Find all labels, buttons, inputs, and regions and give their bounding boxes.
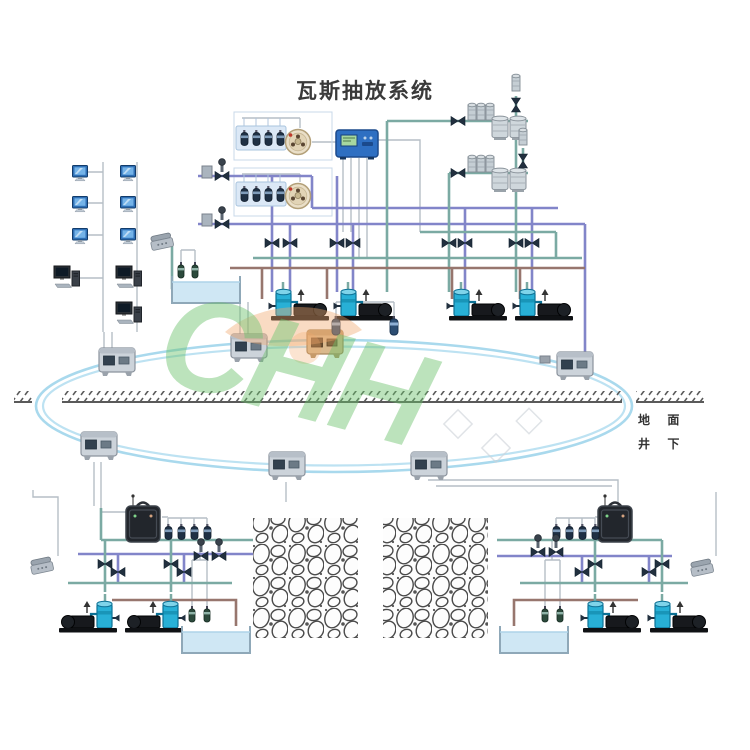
monitor-icon: [120, 228, 136, 245]
junction-box: [201, 165, 213, 179]
sensor-panel: [236, 118, 286, 150]
ring-substation: [80, 431, 118, 461]
cylinder-icon: [467, 102, 477, 121]
flow-meter: [284, 182, 312, 210]
ground-line: [14, 391, 704, 403]
watermark-text: CHH: [145, 263, 450, 477]
tank-cylinder-icon: [491, 115, 509, 141]
ring-substation: [98, 347, 136, 377]
telephone-icon: [148, 231, 175, 252]
underground-label: 井 下: [638, 436, 686, 451]
water-tank: [181, 625, 251, 654]
watermark-chh: CHH: [145, 263, 450, 477]
station-sensor: [203, 523, 212, 540]
station-sensor: [190, 523, 199, 540]
monitor-icon: [72, 228, 88, 245]
page-title: 瓦斯抽放系统: [296, 79, 434, 103]
computer-network: [53, 165, 175, 324]
valve-actuator: [531, 535, 545, 557]
tank-probe: [556, 605, 564, 623]
station-controller: [124, 493, 162, 544]
cylinder-icon: [518, 127, 528, 146]
valve-icon: [450, 168, 466, 178]
watermark-faint-logos: [442, 407, 543, 464]
junction-box: [201, 213, 213, 227]
tank-cylinder-icon: [491, 167, 509, 193]
cylinder-icon: [476, 102, 486, 121]
ring-devices: [80, 315, 594, 481]
monitor-icon: [120, 165, 136, 182]
tank-cylinder-icon: [509, 167, 527, 193]
vacuum-pump: [511, 280, 575, 322]
ring-substation: [268, 451, 306, 481]
cylinder-icon: [467, 154, 477, 173]
sensor-panel: [236, 174, 286, 206]
tank-probe: [541, 605, 549, 623]
monitor-icon: [72, 165, 88, 182]
cylinder-icon: [511, 73, 521, 92]
vacuum-pump: [57, 592, 121, 634]
brown-drain-pipes: [112, 266, 638, 626]
surface-sensor-groups: [201, 118, 379, 229]
workstation-icon: [53, 265, 80, 288]
valve-icon: [450, 116, 466, 126]
station-controller: [596, 493, 634, 544]
monitor-icon: [120, 196, 136, 213]
vacuum-pump: [445, 280, 509, 322]
underground-station-left: [28, 493, 251, 654]
valve-icon: [518, 153, 528, 169]
goaf-area-left: [253, 518, 358, 638]
goaf-area-right: [383, 518, 488, 638]
light-panel-outlines: [233, 111, 333, 217]
pipe-manifold-1: [450, 73, 527, 141]
ring-coupler: [539, 355, 551, 364]
tank-probe: [188, 605, 196, 623]
valve-actuator: [212, 539, 226, 561]
station-sensor: [578, 523, 587, 540]
station-sensor: [164, 523, 173, 540]
telephone-icon: [688, 557, 715, 578]
monitor-icon: [72, 196, 88, 213]
cylinder-icon: [476, 154, 486, 173]
ring-substation: [556, 351, 594, 381]
underground-station-right: [499, 493, 715, 654]
vacuum-pump: [646, 592, 710, 634]
valve-actuator: [194, 539, 208, 561]
flow-meter: [284, 128, 312, 156]
water-tank: [499, 625, 569, 654]
ring-substation: [410, 451, 448, 481]
valve-actuator: [549, 535, 563, 557]
telephone-icon: [28, 555, 55, 576]
tank-probe: [203, 605, 211, 623]
surface-label: 地 面: [638, 412, 686, 427]
valve-icon: [511, 97, 521, 113]
station-sensor: [177, 523, 186, 540]
surface-controller: [335, 129, 379, 161]
station-sensor: [565, 523, 574, 540]
